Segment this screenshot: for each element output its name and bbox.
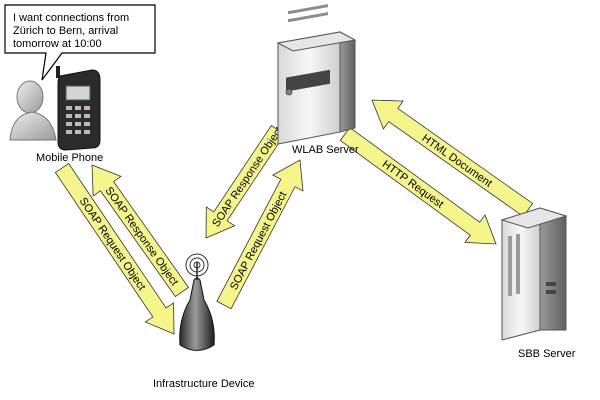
sbb-server-label: SBB Server	[518, 348, 576, 360]
arrow-device-to-wlab-shape	[216, 159, 304, 310]
speech-bubble	[4, 4, 156, 81]
arrow-wlab-to-device-shape	[205, 125, 286, 239]
speech-bubble-text-box: I want connections from Zürich to Bern, …	[5, 5, 155, 53]
arrow-sbb-to-wlab-label: HTML Document	[420, 132, 495, 189]
arrow-phone-to-device-label: SOAP Request Object	[77, 195, 148, 292]
arrow-device-to-phone-shape	[91, 164, 190, 298]
arrow-wlab-to-sbb-label: HTTP Request	[380, 158, 446, 210]
person-icon	[9, 80, 57, 141]
infrastructure-device-label: Infrastructure Device	[153, 378, 255, 390]
arrow-wlab-to-sbb-shape	[339, 126, 497, 245]
sbb-server-icon	[500, 207, 568, 341]
speech-bubble-text: I want connections from Zürich to Bern, …	[13, 12, 130, 50]
mobile-phone-icon	[56, 66, 101, 151]
antenna-tower-icon	[179, 253, 215, 351]
arrow-device-to-wlab: SOAP Request Object	[216, 159, 304, 310]
wlab-server-label: WLAB Server	[292, 144, 359, 156]
mobile-phone-label: Mobile Phone	[36, 152, 104, 164]
wlab-server-icon	[276, 4, 357, 145]
arrow-sbb-to-wlab-shape	[371, 99, 534, 218]
arrow-phone-to-device-shape	[54, 162, 175, 335]
arrow-phone-to-device: SOAP Request Object	[54, 162, 175, 335]
